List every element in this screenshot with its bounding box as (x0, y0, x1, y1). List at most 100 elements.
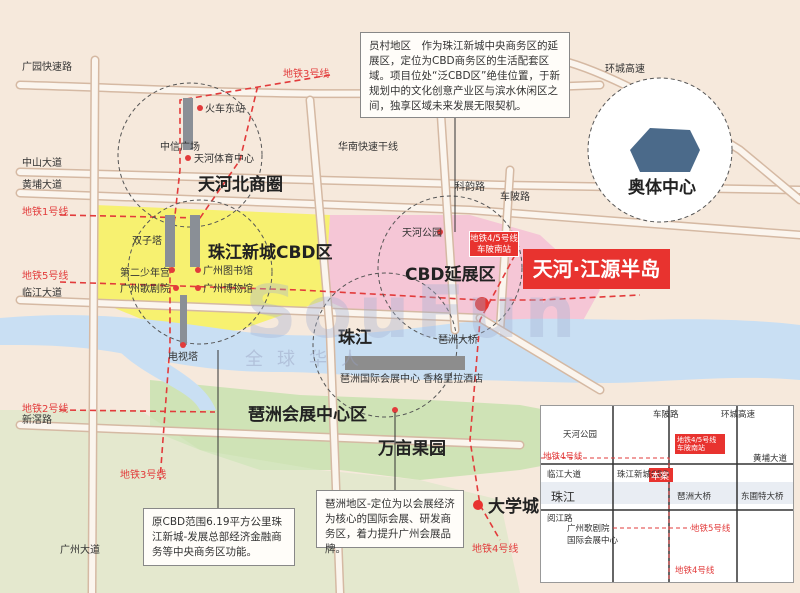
inset-label-project: 本案 (651, 472, 670, 482)
label-citic: 中信广场 (160, 140, 200, 153)
label-guangzhou: 广州大道 (60, 543, 100, 556)
inset-label-yuejiang: 阅江路 (547, 514, 573, 524)
label-chebei: 车陂路 (500, 190, 530, 203)
inset-label-huangpu: 黄埔大道 (753, 454, 788, 464)
label-tianhe-north: 天河北商圈 (198, 174, 283, 195)
road-diag-in (477, 315, 603, 393)
label-tianhe-park: 天河公园 (402, 227, 442, 239)
label-metro2: 地铁2号线 (22, 402, 68, 415)
watermark-sub: 全球华人 (245, 349, 373, 370)
inset-label-metro4b: 地铁4号线 (675, 566, 715, 576)
dot-youth-palace (169, 267, 175, 273)
station-box: 地铁4/5号线 车陂南站 (469, 231, 519, 257)
dot-expo (392, 407, 398, 413)
label-metro3b: 地铁3号线 (120, 468, 166, 481)
dot-opera (173, 285, 179, 291)
label-university: 大学城 (488, 496, 539, 517)
olympic-stadium (630, 128, 700, 172)
station-name: 车陂南站 (476, 245, 511, 255)
watermark: SouFun (245, 270, 582, 354)
label-pazhou-expo: 琶洲会展中心区 (248, 404, 367, 425)
expo-building (345, 356, 465, 370)
label-huanan: 华南快速干线 (338, 140, 398, 153)
label-library: 广州图书馆 (203, 264, 253, 277)
label-metro4: 地铁4号线 (472, 542, 518, 555)
citic-tower (183, 98, 193, 150)
label-kecun: 科韵路 (455, 180, 485, 193)
inset-metro4 (541, 457, 670, 582)
circle-cbd-ext (377, 195, 523, 341)
inset-label-huancheng: 环城高速 (721, 410, 756, 420)
label-metro3a: 地铁3号线 (283, 67, 329, 80)
label-cbd-ext: CBD延展区 (405, 264, 496, 285)
label-metro5: 地铁5号线 (22, 269, 68, 282)
road-xinjiao-in (17, 422, 523, 448)
dot-tianhe-sports (185, 155, 191, 161)
inset-label-chebei: 车陂路 (653, 410, 679, 420)
metro-line1 (59, 84, 259, 219)
callout-yuancun: 员村地区 作为珠江新城中央商务区的延展区，定位为CBD商务区的生活配套区域。项目… (360, 32, 570, 118)
label-train-east: 火车东站 (205, 102, 245, 115)
label-museum: 广州博物馆 (203, 282, 253, 295)
label-zhujiang-cbd: 珠江新城CBD区 (208, 242, 333, 263)
inset-project-box (649, 468, 673, 482)
metro-line2 (59, 409, 216, 413)
label-zhujiang: 珠江 (338, 328, 372, 348)
metro-line4 (469, 254, 516, 541)
label-twin-towers: 双子塔 (132, 234, 162, 247)
twin-tower-west (165, 215, 175, 267)
dot-museum (195, 285, 201, 291)
inset-label-zhujiang: 珠江 (551, 490, 576, 504)
dot-tv-tower (180, 342, 186, 348)
callout-pazhou: 琶洲地区-定位为以会展经济为核心的国际会展、研发商务区，着力提升广州会展品牌。 (316, 490, 464, 555)
pazhou-green-zone (150, 380, 600, 480)
project-promo-label[interactable]: 天河·江源半岛 (523, 249, 670, 289)
road-guangzhou-in (89, 57, 98, 593)
inset-station-box (675, 434, 725, 454)
inset-label-pazhou: 琶洲大桥 (677, 492, 712, 502)
inset-map: 车陂路 环城高速 天河公园 黄埔大道 地铁4号线 珠江新城CBD 临江大道 珠江… (540, 405, 794, 583)
inset-river (541, 482, 793, 504)
inset-label-linjiang: 临江大道 (547, 470, 582, 480)
station-line: 地铁4/5号线 (470, 234, 518, 244)
metro-line3-north (159, 74, 331, 481)
twin-tower-east (190, 215, 200, 267)
road-kecun-in (437, 97, 458, 333)
cbd-ext-zone (325, 215, 600, 335)
label-olympic: 奥体中心 (628, 177, 696, 198)
circle-zhujiang-cbd (127, 199, 273, 345)
dot-train-east (197, 105, 203, 111)
label-tv-tower: 电视塔 (168, 350, 198, 363)
inset-label-zhujiang-cbd: 珠江新城CBD (617, 470, 670, 480)
label-youth-palace: 第二少年宫 (120, 266, 170, 279)
label-expo-center: 琶洲国际会展中心 香格里拉酒店 (340, 372, 483, 385)
inset-label-opera: 广州歌剧院 (567, 524, 610, 534)
tv-tower (180, 295, 187, 345)
label-opera: 广州歌剧院 (120, 282, 170, 295)
label-guangyuan: 广园快速路 (22, 60, 72, 73)
label-huangpu: 黄埔大道 (22, 178, 62, 191)
label-zhongshan: 中山大道 (22, 156, 62, 169)
circle-zhujiang (312, 272, 458, 418)
inset-label-tianhe-park: 天河公园 (563, 430, 598, 440)
pearl-river (0, 315, 800, 383)
label-huancheng: 环城高速 (605, 62, 645, 75)
inset-label-dongpu: 东圃特大桥 (741, 492, 784, 502)
label-metro1: 地铁1号线 (22, 205, 68, 218)
road-huangpu-in (17, 190, 800, 238)
label-tianhe-sports: 天河体育中心 (194, 152, 254, 165)
dot-tianhe-park (437, 229, 443, 235)
label-linjiang: 临江大道 (22, 286, 62, 299)
label-wanmu: 万亩果园 (377, 438, 446, 459)
inset-label-metro4a: 地铁4号线 (543, 452, 583, 462)
label-xinjiao: 新滘路 (22, 413, 52, 426)
inset-label-metro5: 地铁5号线 (691, 524, 731, 534)
project-marker[interactable] (475, 297, 489, 311)
inset-label-station: 地铁4/5号线车陂南站 (677, 436, 717, 452)
inset-svg (541, 406, 793, 582)
dot-library (195, 267, 201, 273)
dot-university (473, 500, 483, 510)
callout-zhujiang-cbd: 原CBD范围6.19平方公里珠江新城-发展总部经济金融商务等中央商务区功能。 (143, 508, 295, 566)
inset-label-expo: 国际会展中心 (567, 536, 619, 546)
label-pazhou-bridge: 琶洲大桥 (438, 333, 478, 346)
